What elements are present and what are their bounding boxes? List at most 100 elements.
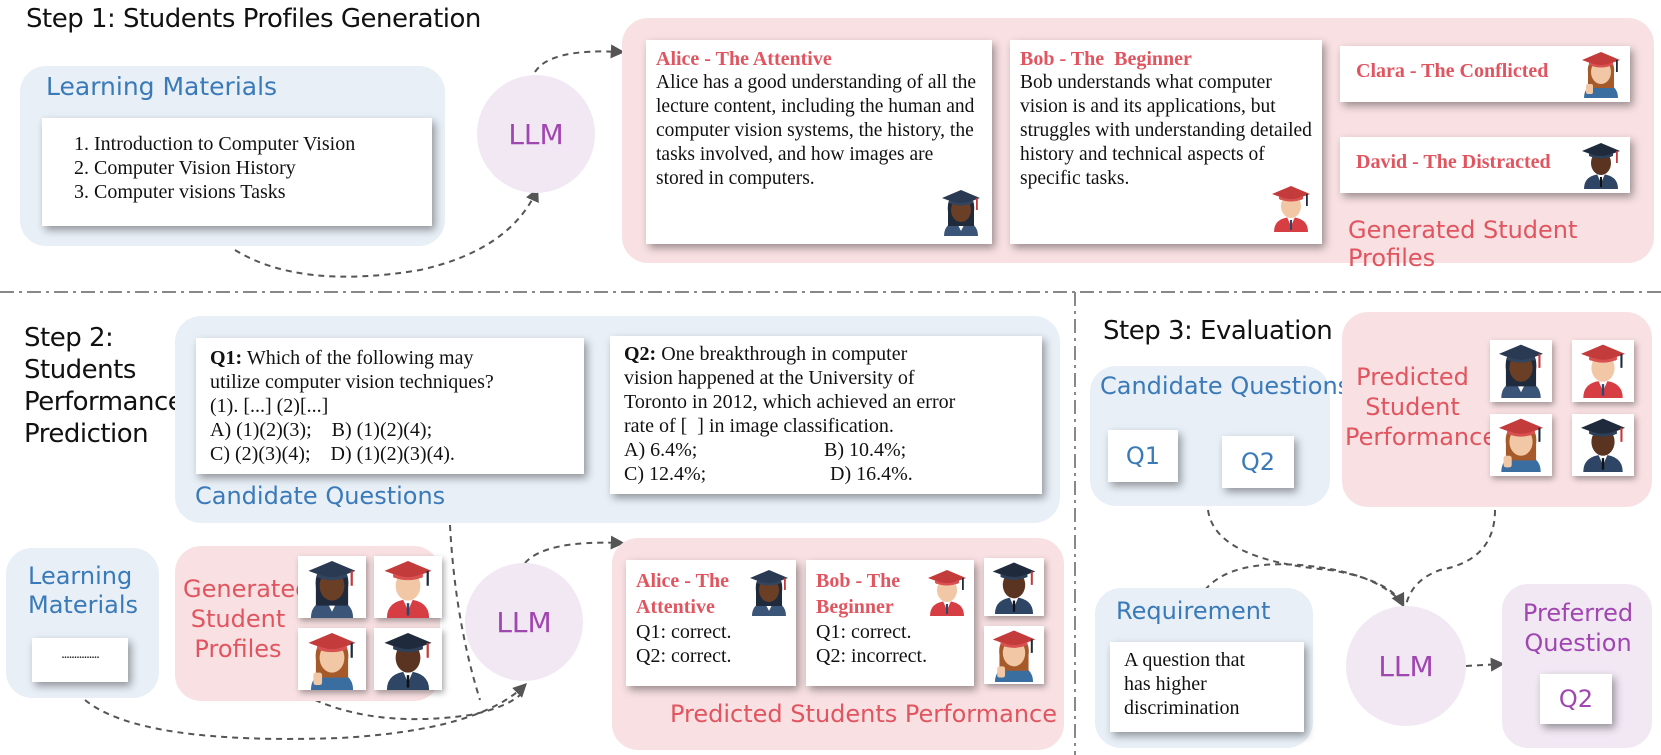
- materials-label-line: Materials: [28, 591, 139, 619]
- avatar-f-icon: [1492, 340, 1550, 398]
- question-card-q2: Q2: One breakthrough in computer vision …: [610, 336, 1042, 494]
- q1-line: utilize computer vision techniques?: [210, 371, 494, 393]
- step2-llm-node: LLM: [465, 563, 583, 681]
- q2-line: Toronto in 2012, which achieved an error: [624, 391, 956, 413]
- prediction-name-alice: Alice - The Attentive: [636, 570, 729, 618]
- q2-line: Q2: One breakthrough in computer: [624, 343, 908, 365]
- profile-card-clara: Clara - The Conflicted: [1340, 46, 1630, 102]
- avatar-f2-icon: [1492, 414, 1550, 472]
- requirement-card: A question that has higher discriminatio…: [1110, 642, 1304, 732]
- avatar-f2-icon: [986, 626, 1042, 682]
- profiles-label-line: Student: [190, 605, 286, 633]
- materials-dots: ...............: [61, 647, 99, 662]
- materials-list: Introduction to Computer Vision Computer…: [56, 132, 422, 204]
- q1-line: (1). [...] (2)[...]: [210, 395, 329, 417]
- profile-name-alice: Alice - The Attentive: [656, 48, 832, 70]
- profiles-label-line: Profiles: [194, 635, 282, 663]
- avatar-m2-icon: [377, 628, 439, 690]
- prediction-bob-q1: Q1: correct.: [816, 621, 912, 643]
- requirement-label: Requirement: [1116, 597, 1271, 625]
- step2-title-line: Performance: [24, 387, 184, 417]
- material-item: Introduction to Computer Vision: [94, 132, 422, 156]
- question-card-q1: Q1: Which of the following may utilize c…: [196, 338, 584, 474]
- arrow-requirement-to-llm3: [1204, 563, 1406, 608]
- requirement-line: has higher: [1124, 673, 1207, 695]
- profile-card-bob: Bob - The Beginner Bob understands what …: [1010, 40, 1322, 244]
- profile-name-clara: Clara - The Conflicted: [1356, 60, 1549, 82]
- avatar-clara-icon: [1576, 48, 1626, 98]
- requirement-line: A question that: [1124, 649, 1246, 671]
- step2-title-line: Prediction: [24, 419, 149, 449]
- avatar-m2-icon: [1574, 414, 1632, 472]
- arrow-llm3-to-preferred: [1465, 657, 1505, 672]
- step2-title-line: Step 2:: [24, 323, 114, 353]
- arrow-candidate-to-llm3: [1207, 509, 1405, 608]
- step2-profiles-label: Generated Student Profiles: [183, 574, 311, 664]
- step2-materials-card: ...............: [32, 638, 128, 682]
- prediction-name-bob: Bob - The Beginner: [816, 570, 901, 618]
- profile-tile: [298, 628, 366, 690]
- step3-llm-node: LLM: [1346, 606, 1466, 726]
- profile-tile: [374, 556, 442, 618]
- step1-materials-card: Introduction to Computer Vision Computer…: [42, 118, 432, 226]
- arrow-materials-to-llm: [234, 187, 539, 278]
- preferred-line: Question: [1524, 629, 1632, 657]
- avatar-m2-icon: [986, 558, 1042, 614]
- step2-materials-label: Learning Materials: [28, 562, 138, 620]
- arrow-predicted-to-llm3: [1405, 509, 1496, 606]
- profile-tile: [298, 556, 366, 618]
- arrow-llm-to-profiles: [534, 44, 625, 73]
- avatar-f-icon: [301, 556, 363, 618]
- step3-q2-card: Q2: [1222, 436, 1294, 488]
- prediction-alice-q1: Q1: correct.: [636, 621, 732, 643]
- prediction-tile: [984, 626, 1044, 684]
- predicted-line: Performance: [1345, 423, 1498, 451]
- step3-q1-card: Q1: [1108, 430, 1178, 482]
- predicted-performance-label: Predicted Students Performance: [670, 700, 1057, 728]
- q1-line: Q1: Which of the following may: [210, 347, 474, 369]
- avatar-bob-icon: [1266, 182, 1316, 232]
- q2-line: rate of [ ] in image classification.: [624, 415, 894, 437]
- performance-tile: [1572, 340, 1634, 402]
- avatar-alice-icon: [744, 566, 794, 616]
- profile-card-alice: Alice - The Attentive Alice has a good u…: [646, 40, 992, 244]
- step3-candidate-label: Candidate Questions: [1100, 372, 1351, 400]
- q2-options-row: C) 12.4%;D) 16.4%.: [624, 463, 913, 485]
- q2-options-row: A) 6.4%;B) 10.4%;: [624, 439, 907, 461]
- preferred-line: Preferred: [1522, 599, 1634, 627]
- profile-name-david: David - The Distracted: [1356, 151, 1551, 173]
- step1-materials-label: Learning Materials: [46, 72, 278, 101]
- avatar-m-icon: [1574, 340, 1632, 398]
- profile-tile: [374, 628, 442, 690]
- step3-title: Step 3: Evaluation: [1103, 316, 1333, 346]
- step3-predicted-label: Predicted Student Performance: [1345, 362, 1498, 452]
- preferred-answer-card: Q2: [1540, 674, 1612, 724]
- predicted-line: Predicted: [1356, 363, 1469, 391]
- avatar-david-icon: [1576, 139, 1626, 189]
- arrow-materials2-to-llm: [84, 683, 527, 740]
- prediction-card-bob: Bob - The Beginner Q1: correct. Q2: inco…: [806, 560, 974, 686]
- avatar-bob-icon: [922, 566, 972, 616]
- materials-label-line: Learning: [28, 562, 133, 590]
- performance-tile: [1572, 414, 1634, 476]
- step1-llm-node: LLM: [477, 75, 595, 193]
- avatar-m-icon: [377, 556, 439, 618]
- performance-tile: [1490, 414, 1552, 476]
- performance-tile: [1490, 340, 1552, 402]
- profiles-label-line: Generated: [183, 575, 311, 603]
- profile-name-bob: Bob - The Beginner: [1020, 48, 1192, 70]
- avatar-alice-icon: [936, 186, 986, 236]
- arrow-profiles-to-llm: [314, 694, 521, 721]
- profile-card-david: David - The Distracted: [1340, 137, 1630, 193]
- preferred-question-label: Preferred Question: [1508, 598, 1648, 658]
- generated-profiles-label: Generated Student Profiles: [1348, 216, 1578, 272]
- material-item: Computer visions Tasks: [94, 180, 422, 204]
- step2-title-line: Students: [24, 355, 136, 385]
- q2-label: Q2:: [624, 343, 657, 365]
- avatar-f2-icon: [301, 628, 363, 690]
- requirement-line: discrimination: [1124, 697, 1240, 719]
- predicted-line: Student: [1365, 393, 1460, 421]
- q1-line: A) (1)(2)(3); B) (1)(2)(4);: [210, 419, 433, 441]
- arrow-llm2-to-predicted: [524, 535, 625, 564]
